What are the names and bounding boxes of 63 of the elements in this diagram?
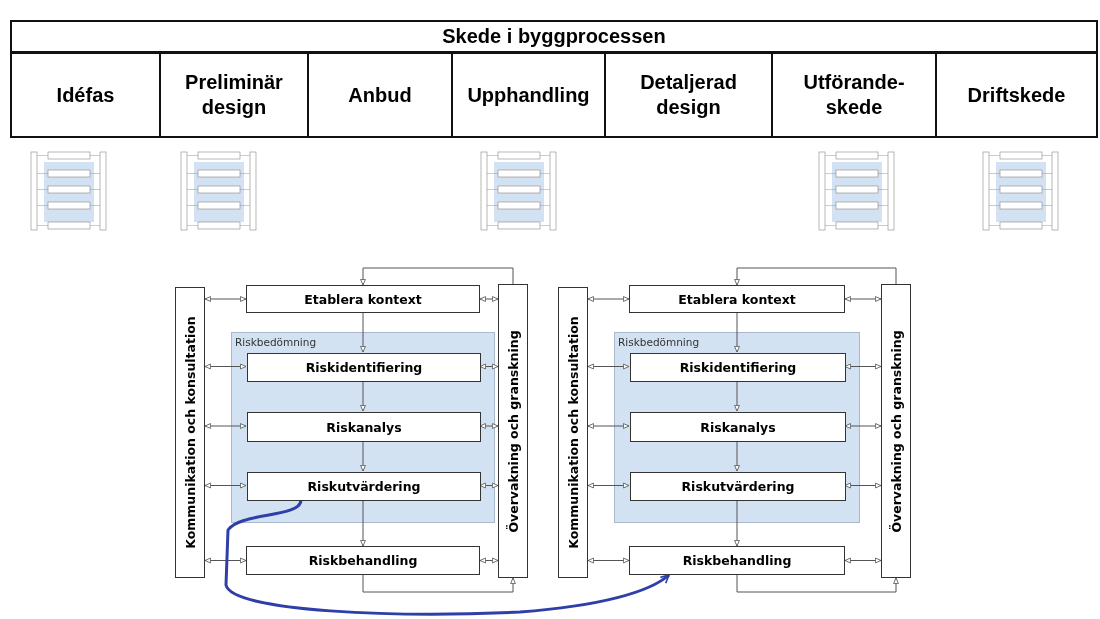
arrow xyxy=(734,380,740,412)
arrow xyxy=(844,482,882,489)
arrow xyxy=(587,423,630,429)
arrow xyxy=(736,574,899,593)
phase-cell: Idéfas xyxy=(10,52,161,138)
arrow xyxy=(479,482,499,489)
process-box: Riskanalys xyxy=(630,412,846,442)
arrow xyxy=(734,312,740,353)
process-bar xyxy=(498,284,528,578)
arrow xyxy=(360,267,514,286)
arrow xyxy=(587,482,630,489)
arrow xyxy=(479,296,499,302)
process-box: Riskutvärdering xyxy=(247,472,481,501)
process-bar xyxy=(881,284,911,578)
table-header-cell: Skede i byggprocessen xyxy=(10,20,1098,53)
arrow xyxy=(204,557,247,564)
arrow xyxy=(479,557,499,564)
arrow xyxy=(587,296,630,302)
arrow xyxy=(479,423,499,429)
phase-cell: Upphandling xyxy=(451,52,606,138)
phase-cell: Anbud xyxy=(307,52,453,138)
arrow xyxy=(360,499,366,547)
arrow xyxy=(362,574,516,593)
process-bar xyxy=(558,287,588,578)
bar-label: Kommunikation och konsultation xyxy=(182,316,198,549)
hand-drawn-arrow xyxy=(224,499,670,616)
arrow xyxy=(360,312,366,353)
group-panel xyxy=(231,332,495,523)
arrow xyxy=(734,440,740,472)
bar-label: Kommunikation och konsultation xyxy=(565,316,581,549)
arrow xyxy=(734,499,740,547)
process-box: Etablera kontext xyxy=(629,285,845,313)
phase-cell: Preliminär design xyxy=(159,52,309,138)
arrow xyxy=(587,557,630,564)
bar-label: Övervakning och granskning xyxy=(888,329,904,533)
process-box: Riskanalys xyxy=(247,412,481,442)
arrow xyxy=(360,440,366,472)
group-label: Riskbedömning xyxy=(618,336,700,348)
arrow xyxy=(360,380,366,412)
arrow xyxy=(844,296,882,302)
process-box: Riskbehandling xyxy=(246,546,480,575)
arrow xyxy=(204,296,247,302)
arrow xyxy=(844,363,882,370)
bar-label: Övervakning och granskning xyxy=(505,329,521,533)
phase-cell: Utförande- skede xyxy=(771,52,937,138)
arrow xyxy=(844,557,882,564)
arrow xyxy=(587,363,630,370)
arrow xyxy=(204,423,247,429)
arrow xyxy=(204,363,247,370)
process-box: Riskidentifiering xyxy=(630,353,846,382)
process-box: Riskutvärdering xyxy=(630,472,846,501)
group-label: Riskbedömning xyxy=(235,336,317,348)
process-box: Etablera kontext xyxy=(246,285,480,313)
arrow xyxy=(844,423,882,429)
phase-cell: Detaljerad design xyxy=(604,52,773,138)
phase-cell: Driftskede xyxy=(935,52,1098,138)
process-bar xyxy=(175,287,205,578)
process-box: Riskbehandling xyxy=(629,546,845,575)
process-box: Riskidentifiering xyxy=(247,353,481,382)
arrow xyxy=(479,363,499,370)
arrow xyxy=(204,482,247,489)
group-panel xyxy=(614,332,860,523)
arrow xyxy=(734,267,897,286)
